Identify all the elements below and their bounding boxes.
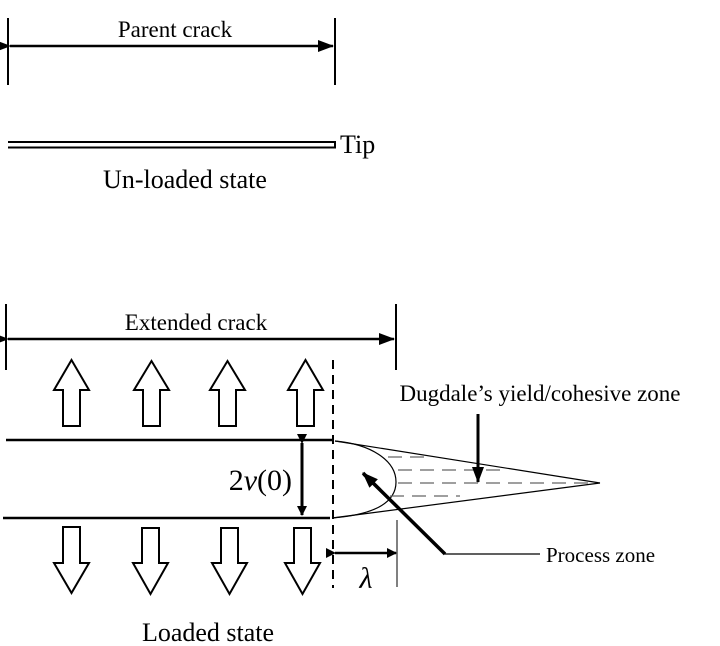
load-arrow-up: [52, 358, 91, 427]
tip-label: Tip: [340, 130, 375, 159]
extended-crack-dimension: Extended crack: [0, 304, 397, 370]
opening-label-coef: 2: [229, 464, 244, 497]
lambda-label: λ: [359, 562, 373, 595]
loaded-state-label: Loaded state: [142, 618, 274, 646]
cohesive-zone-hatching: [388, 456, 592, 497]
cohesive-zone-lower-boundary: [331, 482, 601, 519]
load-arrow-up: [208, 359, 247, 427]
load-arrow-down: [283, 527, 322, 597]
dugdale-zone-label: Dugdale’s yield/cohesive zone: [399, 381, 680, 406]
cohesive-zone: [331, 440, 601, 519]
extended-crack-label: Extended crack: [125, 310, 268, 335]
unloaded-state-label: Un-loaded state: [103, 165, 267, 194]
parent-crack-dimension: Parent crack: [0, 17, 336, 85]
load-arrow-up: [132, 359, 171, 427]
opening-label-arg: (0): [257, 464, 292, 497]
load-arrow-down: [52, 526, 91, 595]
opening-label-var: v: [244, 464, 258, 497]
load-arrow-up: [286, 358, 325, 427]
process-zone-pointer: [362, 474, 540, 555]
process-zone-boundary: [331, 440, 397, 519]
load-arrow-down: [131, 527, 170, 597]
process-zone-label: Process zone: [546, 543, 655, 567]
opening-displacement-label: 2v(0): [229, 464, 292, 497]
upward-load-arrows: [52, 358, 325, 427]
load-arrow-down: [210, 527, 249, 597]
cohesive-zone-upper-boundary: [334, 440, 601, 484]
unloaded-crack: Tip Un-loaded state: [8, 130, 375, 194]
downward-load-arrows: [52, 526, 322, 597]
parent-crack-label: Parent crack: [118, 17, 233, 42]
process-zone-pointer-arrow: [361, 471, 447, 556]
